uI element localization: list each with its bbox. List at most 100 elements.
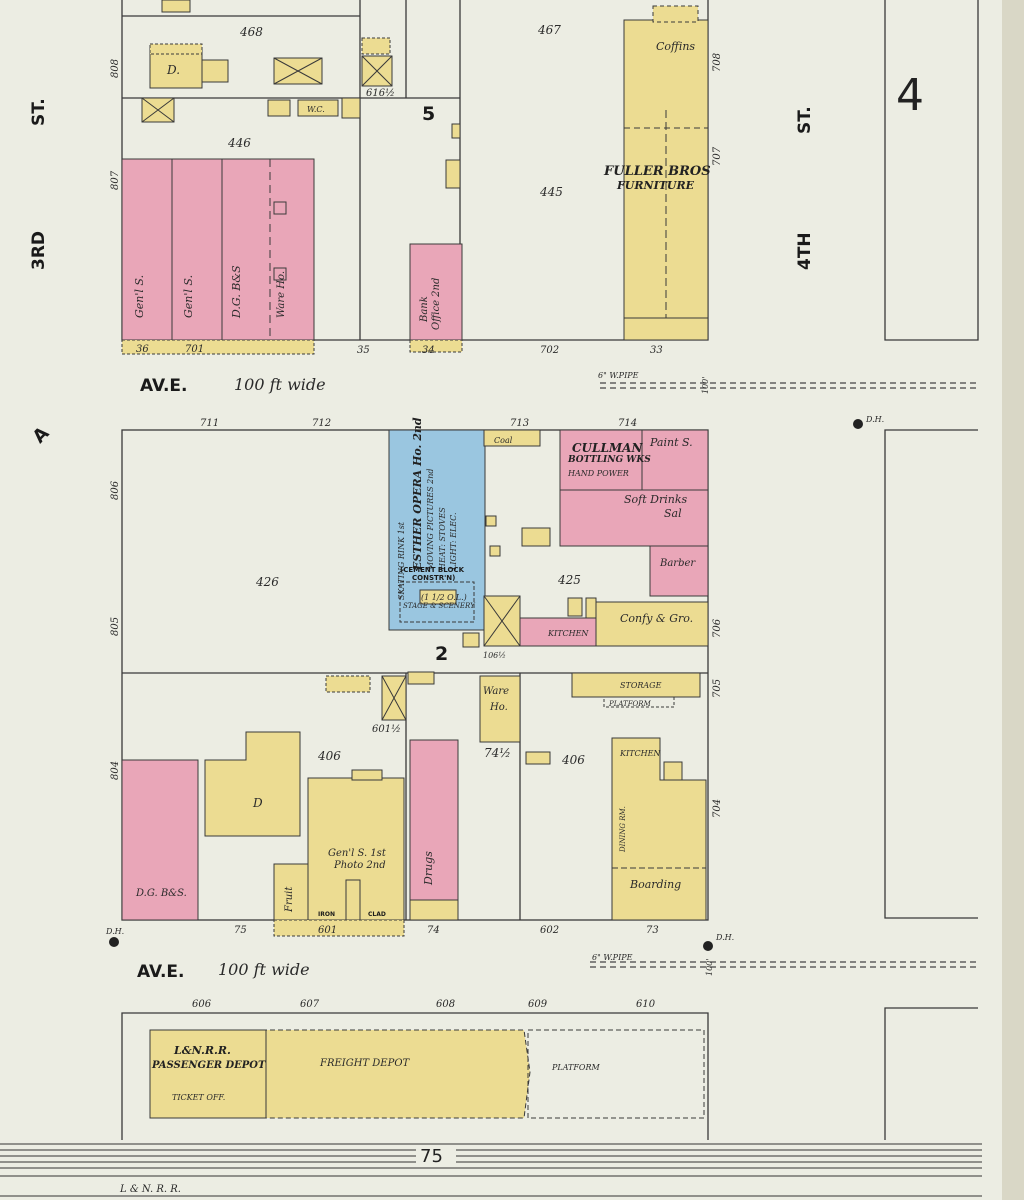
dining-label: DINING RM.	[619, 806, 627, 853]
dwelling-south	[204, 731, 301, 837]
ware-ho-north-label: Ware Ho.	[276, 271, 287, 318]
fuller-bros-name: FULLER BROS	[603, 164, 711, 179]
ware-ho-south-label: Ware	[483, 686, 509, 697]
confy-gro-label: Confy & Gro.	[620, 612, 693, 625]
third-st-label-2: ST.	[29, 98, 49, 126]
genl-photo-1-label: Gen'l S. 1st	[328, 848, 387, 859]
light-elec-label: LIGHT: ELEC.	[449, 513, 458, 572]
south-block-outline	[121, 1012, 709, 1140]
hydrant-icon	[853, 419, 863, 429]
depot-block: 606 607 608 609 610 L&N.R.R. PASSENGER D…	[149, 999, 705, 1119]
bank-label: Bank	[419, 296, 430, 323]
fourth-st-label-1: 4TH	[795, 232, 815, 270]
passenger-depot-label: PASSENGER DEPOT	[151, 1060, 267, 1071]
drugs-label: Drugs	[422, 851, 435, 886]
fuller-bros-use: FURNITURE	[616, 179, 695, 192]
south-pipe-label: 6" W.PIPE	[592, 953, 633, 962]
address-610: 610	[636, 999, 656, 1010]
north-pipe-label: 6" W.PIPE	[598, 371, 639, 380]
railroad-number: 75	[420, 1146, 443, 1167]
bank-building	[409, 243, 463, 341]
address-706: 706	[712, 618, 723, 638]
barber-label: Barber	[659, 558, 696, 569]
coal-label: Coal	[494, 436, 513, 445]
platform-label: PLATFORM	[551, 1063, 601, 1072]
stage-scenery-label: STAGE & SCENERY	[403, 602, 476, 610]
address-701: 701	[185, 344, 204, 355]
address-805: 805	[110, 617, 121, 636]
av-e-north-width: 100 ft wide	[234, 375, 326, 394]
address-609: 609	[528, 999, 548, 1010]
address-708: 708	[712, 53, 723, 72]
address-602: 602	[540, 925, 559, 936]
lot-445: 445	[539, 185, 563, 199]
kitchen-south-label: KITCHEN	[619, 749, 661, 758]
north-block-buildings	[121, 0, 709, 355]
av-e-south-width: 100 ft wide	[218, 960, 310, 979]
right-block-bottom	[884, 1007, 978, 1140]
esther-opera-label: ESTHER OPERA Ho. 2nd	[411, 417, 424, 571]
clad-label: CLAD	[368, 911, 386, 918]
cement-constr-label: CONSTR'N)	[412, 574, 455, 582]
south-half-buildings	[121, 671, 707, 937]
genl-store-row	[121, 158, 315, 341]
kitchen-mid	[519, 617, 597, 647]
passenger-depot	[149, 1029, 267, 1119]
address-707: 707	[712, 146, 723, 166]
address-808: 808	[110, 59, 121, 78]
boarding-house	[611, 737, 707, 921]
right-block-top	[884, 0, 979, 341]
lot-426: 426	[255, 575, 279, 589]
middle-block-labels: 711 712 713 714 806 805 706 426 425 2 SK…	[110, 417, 723, 665]
railroad-number-bg	[416, 1145, 456, 1165]
address-74: 74	[427, 925, 440, 936]
address-75: 75	[234, 925, 247, 936]
address-616half: 616½	[366, 88, 395, 99]
south-half-labels: 601½ Ware Ho. 74½ 406 406 STORAGE PLATFO…	[110, 679, 723, 936]
address-608: 608	[436, 999, 455, 1010]
platform-small-label: PLATFORM	[608, 700, 652, 708]
ticket-office-label: TICKET OFF.	[172, 1093, 225, 1102]
cullman-label: CULLMAN	[572, 441, 643, 455]
freight-depot-label: FREIGHT DEPOT	[319, 1058, 411, 1069]
confy-gro	[595, 601, 709, 647]
address-806: 806	[110, 480, 121, 500]
address-713: 713	[510, 418, 529, 429]
north-block-labels: 468 467 446 445 5 D. W.C. 616½ Coffins F…	[110, 23, 723, 356]
third-st-label-1: 3RD	[29, 231, 49, 270]
drugs-building	[409, 739, 459, 901]
block-number-2: 2	[435, 643, 448, 665]
cullman-bottling-works	[559, 429, 709, 547]
address-702: 702	[540, 345, 559, 356]
address-35: 35	[357, 345, 370, 356]
fuller-bros-building	[623, 19, 709, 341]
genl-store-1-label: Gen'l S.	[133, 275, 146, 318]
dwelling-label-south: D	[252, 796, 263, 810]
moving-pictures-label: MOVING PICTURES 2nd	[426, 469, 435, 571]
dgbs-south-label: D.G. B&S.	[135, 888, 187, 899]
svg-text:D.H.: D.H.	[865, 415, 884, 424]
iron-label: IRON	[318, 911, 335, 918]
platform-area	[527, 1029, 705, 1119]
storage-label: STORAGE	[620, 681, 662, 690]
dgbs-north-label: D.G. B&S	[230, 265, 243, 319]
address-711: 711	[200, 418, 219, 429]
stage-ol-label: (1 1/2 O.L.)	[421, 593, 467, 602]
address-33: 33	[650, 345, 663, 356]
wc-label: W.C.	[307, 105, 325, 114]
soft-drinks-label: Soft Drinks	[624, 493, 687, 506]
hydrant-icon	[703, 941, 713, 951]
address-106half: 106½	[483, 651, 506, 660]
fourth-st-label-2: ST.	[795, 106, 815, 134]
coffins-label: Coffins	[656, 40, 695, 53]
sheet-number: 4	[896, 70, 924, 121]
middle-block-buildings	[388, 429, 709, 648]
barber-shop	[649, 545, 709, 597]
office-label: Office 2nd	[431, 278, 442, 330]
boarding-label: Boarding	[629, 878, 681, 891]
bottling-label: BOTTLING WKS	[567, 455, 651, 465]
north-pipe-100: 100'	[701, 377, 710, 394]
address-807: 807	[110, 170, 121, 190]
lot-406-east: 406	[561, 753, 585, 767]
fruit-label: Fruit	[284, 886, 295, 913]
